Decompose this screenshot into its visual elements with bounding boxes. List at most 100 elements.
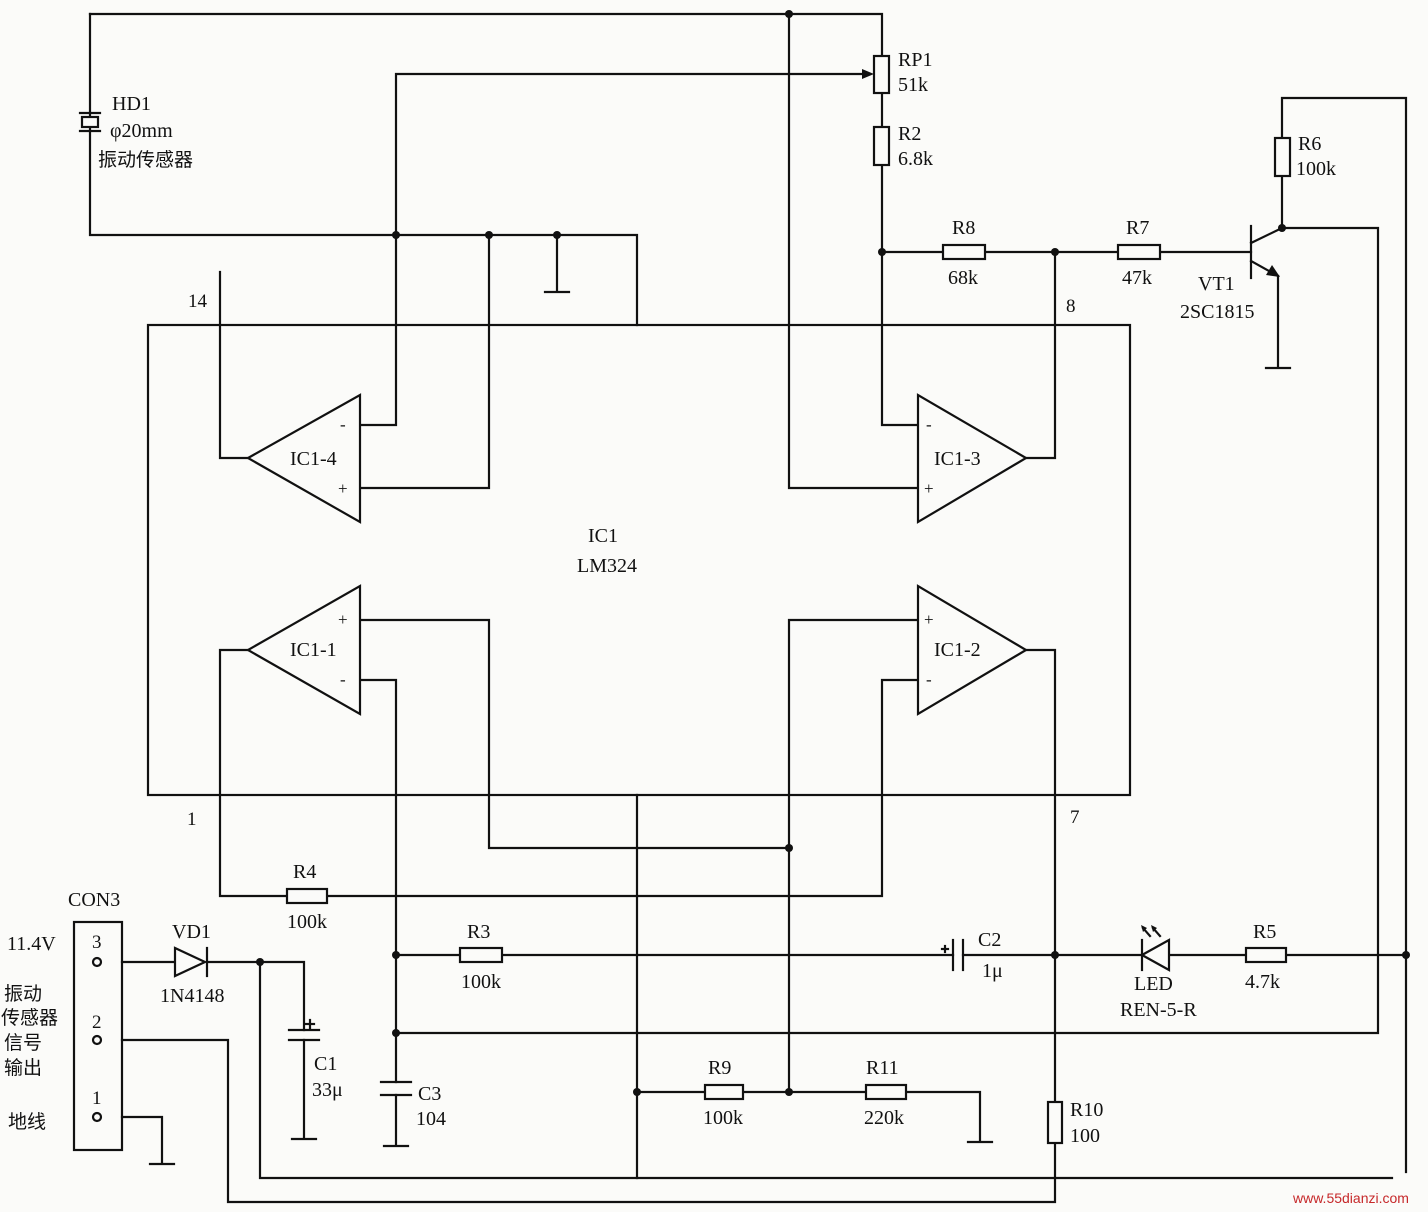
vd1-ref-label: VD1	[172, 921, 211, 943]
hd1-piezo-symbol	[78, 111, 102, 133]
c3-value-label: 104	[416, 1108, 446, 1130]
wire-r6-top	[1280, 96, 1408, 1174]
ic1-part-label: LM324	[577, 555, 637, 577]
wire-ic12-plus	[787, 618, 920, 1094]
con3-pin3-number: 3	[92, 932, 102, 953]
rp1-ref-label: RP1	[898, 49, 932, 71]
r11-ref-label: R11	[866, 1057, 899, 1079]
r9-body	[703, 1083, 745, 1101]
r10-ref-label: R10	[1070, 1099, 1103, 1121]
r8-ref-label: R8	[952, 217, 975, 239]
r2-body	[872, 125, 891, 167]
r3-value-label: 100k	[461, 971, 501, 993]
rp1-wiper-arrow	[862, 69, 874, 79]
c1-value-label: 33μ	[312, 1079, 343, 1101]
ic1-1-minus-sign: -	[340, 670, 346, 689]
r4-body	[285, 887, 329, 905]
wire-ic13-out	[1024, 250, 1057, 460]
opamp-ic1-4-label: IC1-4	[290, 448, 337, 470]
con3-ref-label: CON3	[68, 889, 120, 911]
vt1-part-label: 2SC1815	[1180, 301, 1254, 323]
ic1-ref-label: IC1	[588, 525, 618, 547]
c1-capacitor-symbol	[287, 1018, 321, 1042]
opamp-ic1-4	[245, 393, 362, 524]
con3-pin1-number: 1	[92, 1088, 102, 1109]
r7-body	[1116, 243, 1162, 261]
wire-rp1-wiper	[358, 72, 870, 427]
r5-body	[1244, 946, 1288, 964]
opamp-ic1-1	[245, 584, 362, 716]
wire-ic14-out	[218, 270, 250, 460]
vt1-ref-label: VT1	[1198, 273, 1235, 295]
con3-signal-label-line2: 传感器	[1, 1007, 58, 1029]
pin-8-label: 8	[1066, 296, 1076, 317]
wire-vt1-emitter	[1264, 274, 1292, 370]
wire-vt1-collector	[394, 226, 1380, 1035]
con3-ground-label: 地线	[8, 1111, 46, 1133]
con3-pin3-terminal	[91, 956, 103, 968]
r10-body	[1046, 1100, 1064, 1145]
c1-ref-label: C1	[314, 1053, 337, 1075]
led-part-label: REN-5-R	[1120, 999, 1197, 1021]
pin-14-label: 14	[188, 291, 208, 312]
ic1-2-minus-sign: -	[926, 670, 932, 689]
r6-body	[1273, 136, 1292, 178]
r8-body	[941, 243, 987, 261]
con3-pin2-terminal	[91, 1034, 103, 1046]
r7-ref-label: R7	[1126, 217, 1149, 239]
opamp-ic1-2	[916, 584, 1029, 716]
wire-vd1-c1	[205, 960, 306, 1032]
con3-signal-label-line1: 振动	[4, 983, 42, 1005]
wire-ic11-plus	[358, 618, 791, 850]
wire-r10-bottom	[120, 1038, 1057, 1204]
r3-ref-label: R3	[467, 921, 490, 943]
c2-capacitor-symbol	[940, 938, 965, 972]
ic1-2-plus-sign: +	[924, 610, 934, 629]
r9-ref-label: R9	[708, 1057, 731, 1079]
r9-value-label: 100k	[703, 1107, 743, 1129]
ic1-3-minus-sign: -	[926, 415, 932, 434]
vt1-transistor-symbol	[1249, 224, 1284, 280]
wire-bus-789-top	[787, 12, 920, 490]
con3-pin2-number: 2	[92, 1012, 102, 1033]
wire-pin1-gnd	[120, 1115, 176, 1166]
ic1-4-plus-sign: +	[338, 479, 348, 498]
con3-body	[72, 920, 124, 1152]
r6-ref-label: R6	[1298, 133, 1321, 155]
led-diode-symbol	[1139, 925, 1171, 972]
pin-1-label: 1	[187, 809, 197, 830]
wire-supply	[258, 960, 639, 1180]
con3-signal-label-line3: 信号	[4, 1032, 42, 1054]
rp1-value-label: 51k	[898, 74, 928, 96]
ic1-package	[146, 323, 1132, 797]
r4-value-label: 100k	[287, 911, 327, 933]
c2-value-label: 1μ	[982, 960, 1003, 982]
wire-r2-node	[880, 163, 920, 427]
ic1-3-plus-sign: +	[924, 479, 934, 498]
watermark-text: www.55dianzi.com	[1292, 1190, 1409, 1206]
r7-value-label: 47k	[1122, 267, 1152, 289]
wire-c1-gnd	[290, 1038, 318, 1141]
wire-top-bus	[88, 12, 884, 60]
wire-c3-gnd	[382, 1093, 410, 1148]
r11-value-label: 220k	[864, 1107, 904, 1129]
vd1-part-label: 1N4148	[160, 985, 224, 1007]
hd1-size-label: φ20mm	[110, 120, 173, 142]
hd1-desc-label: 振动传感器	[98, 149, 193, 171]
r6-value-label: 100k	[1296, 158, 1336, 180]
r8-value-label: 68k	[948, 267, 978, 289]
pin-7-label: 7	[1070, 807, 1080, 828]
c3-capacitor-symbol	[379, 1080, 413, 1097]
r11-body	[864, 1083, 908, 1101]
r2-ref-label: R2	[898, 123, 921, 145]
r5-value-label: 4.7k	[1245, 971, 1280, 993]
r3-body	[458, 946, 504, 964]
con3-signal-label-line4: 输出	[4, 1057, 42, 1079]
opamp-ic1-1-label: IC1-1	[290, 639, 337, 661]
wire-ic11-minus	[358, 678, 398, 1084]
junction-dots	[256, 10, 1410, 1096]
wire-ic14-plus	[358, 233, 491, 490]
c2-ref-label: C2	[978, 929, 1001, 951]
